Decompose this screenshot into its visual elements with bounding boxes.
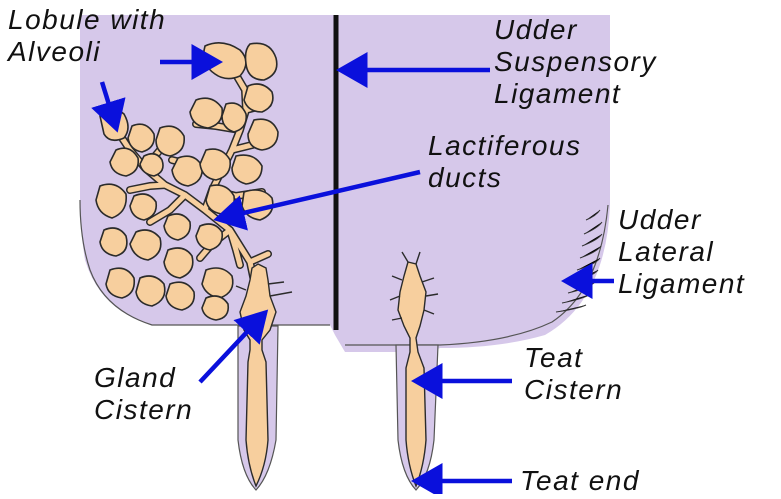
label-teat-cistern: Teat Cistern [524,342,623,406]
label-suspensory-line-2: Suspensory [494,46,657,78]
label-gland-line-2: Cistern [94,394,193,426]
label-lactiferous-ducts: Lactiferous ducts [428,130,581,194]
label-udder-suspensory-ligament: Udder Suspensory Ligament [494,14,657,110]
label-lobule-line-2: Alveoli [8,36,166,68]
label-suspensory-line-1: Udder [494,14,657,46]
label-lateral-line-2: Lateral [618,236,745,268]
label-lateral-line-1: Udder [618,204,745,236]
label-teat-cistern-line-1: Teat [524,342,623,374]
label-gland-cistern: Gland Cistern [94,362,193,426]
label-ducts-line-1: Lactiferous [428,130,581,162]
label-ducts-line-2: ducts [428,162,581,194]
label-lobule-line-1: Lobule with [8,4,166,36]
label-lobule-with-alveoli: Lobule with Alveoli [8,4,166,68]
label-suspensory-line-3: Ligament [494,78,657,110]
label-teat-cistern-line-2: Cistern [524,374,623,406]
label-gland-line-1: Gland [94,362,193,394]
label-teat-end: Teat end [520,465,640,497]
label-udder-lateral-ligament: Udder Lateral Ligament [618,204,745,300]
label-teat-end-line-1: Teat end [520,465,640,497]
label-lateral-line-3: Ligament [618,268,745,300]
